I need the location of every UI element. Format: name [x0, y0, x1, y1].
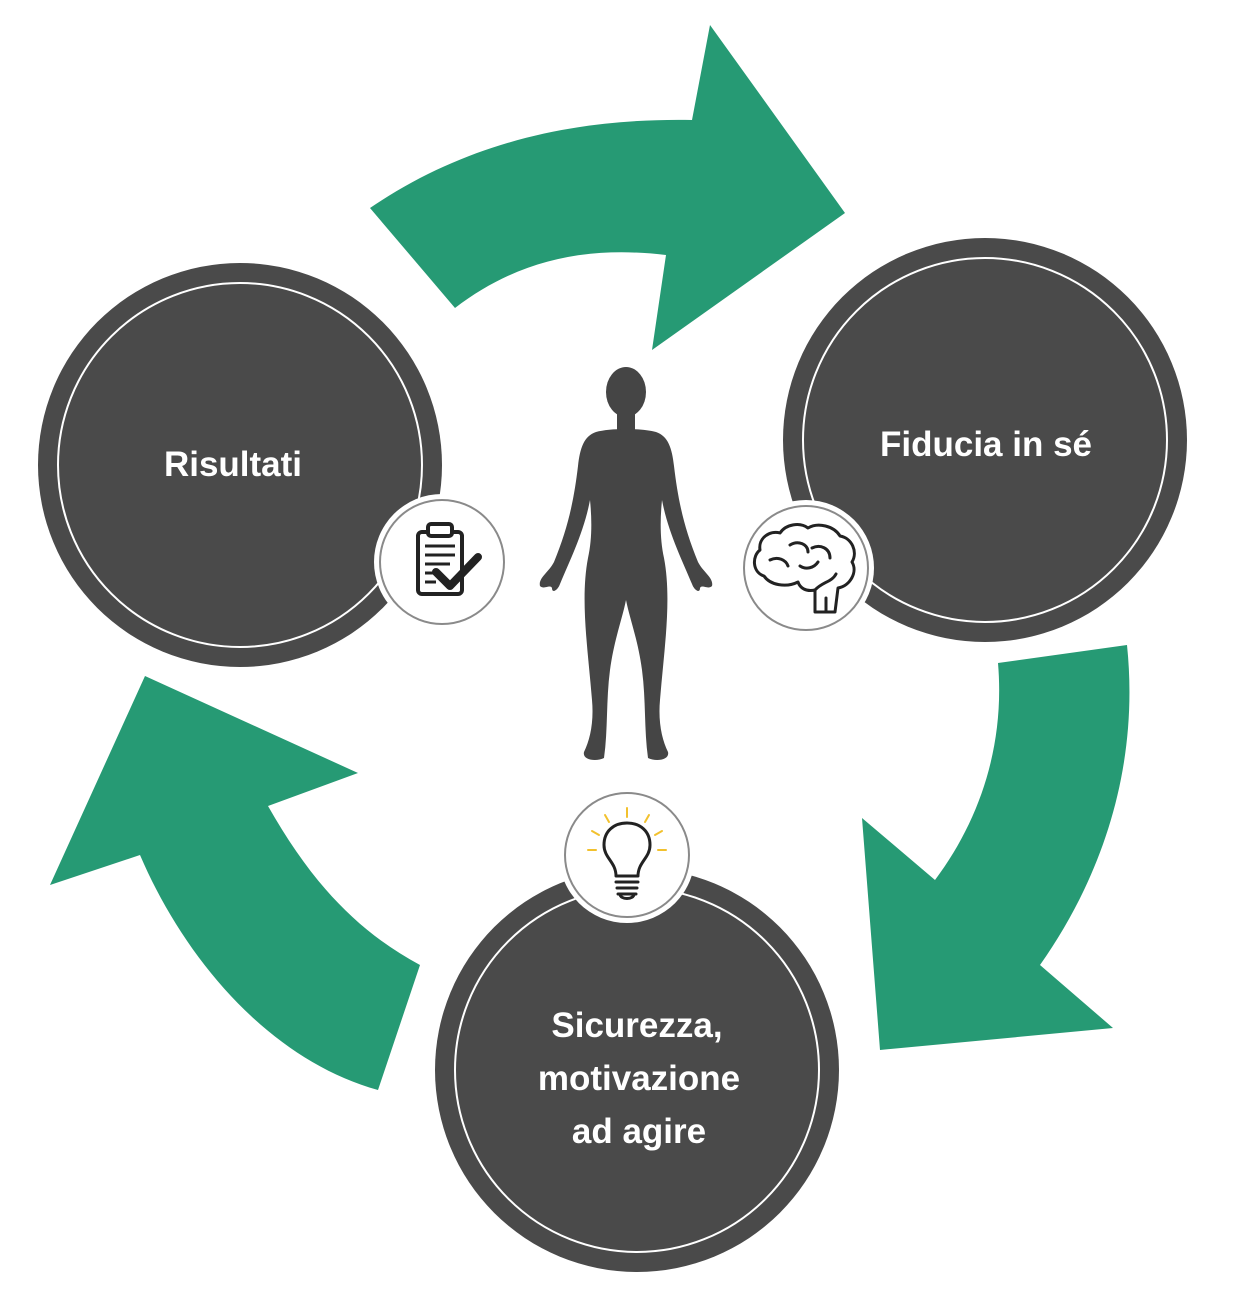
- human-figure-icon: [539, 367, 713, 760]
- node-fiducia-label: Fiducia in sé: [880, 425, 1092, 464]
- node-fiducia: Fiducia in sé: [783, 238, 1187, 642]
- node-sicurezza-label-line1: Sicurezza,: [551, 1006, 722, 1045]
- arrow-risultati-to-fiducia: [370, 25, 845, 350]
- node-risultati-label: Risultati: [164, 445, 302, 484]
- brain-icon: [738, 500, 874, 636]
- node-sicurezza-label-line2: motivazione: [538, 1059, 740, 1098]
- node-sicurezza-label-line3: ad agire: [572, 1112, 706, 1151]
- arrow-fiducia-to-sicurezza: [862, 645, 1130, 1050]
- clipboard-check-icon: [374, 494, 510, 630]
- arrow-sicurezza-to-risultati: [50, 676, 420, 1090]
- lightbulb-icon: [559, 787, 695, 923]
- node-risultati: Risultati: [38, 263, 442, 667]
- node-sicurezza: Sicurezza, motivazione ad agire: [435, 868, 839, 1272]
